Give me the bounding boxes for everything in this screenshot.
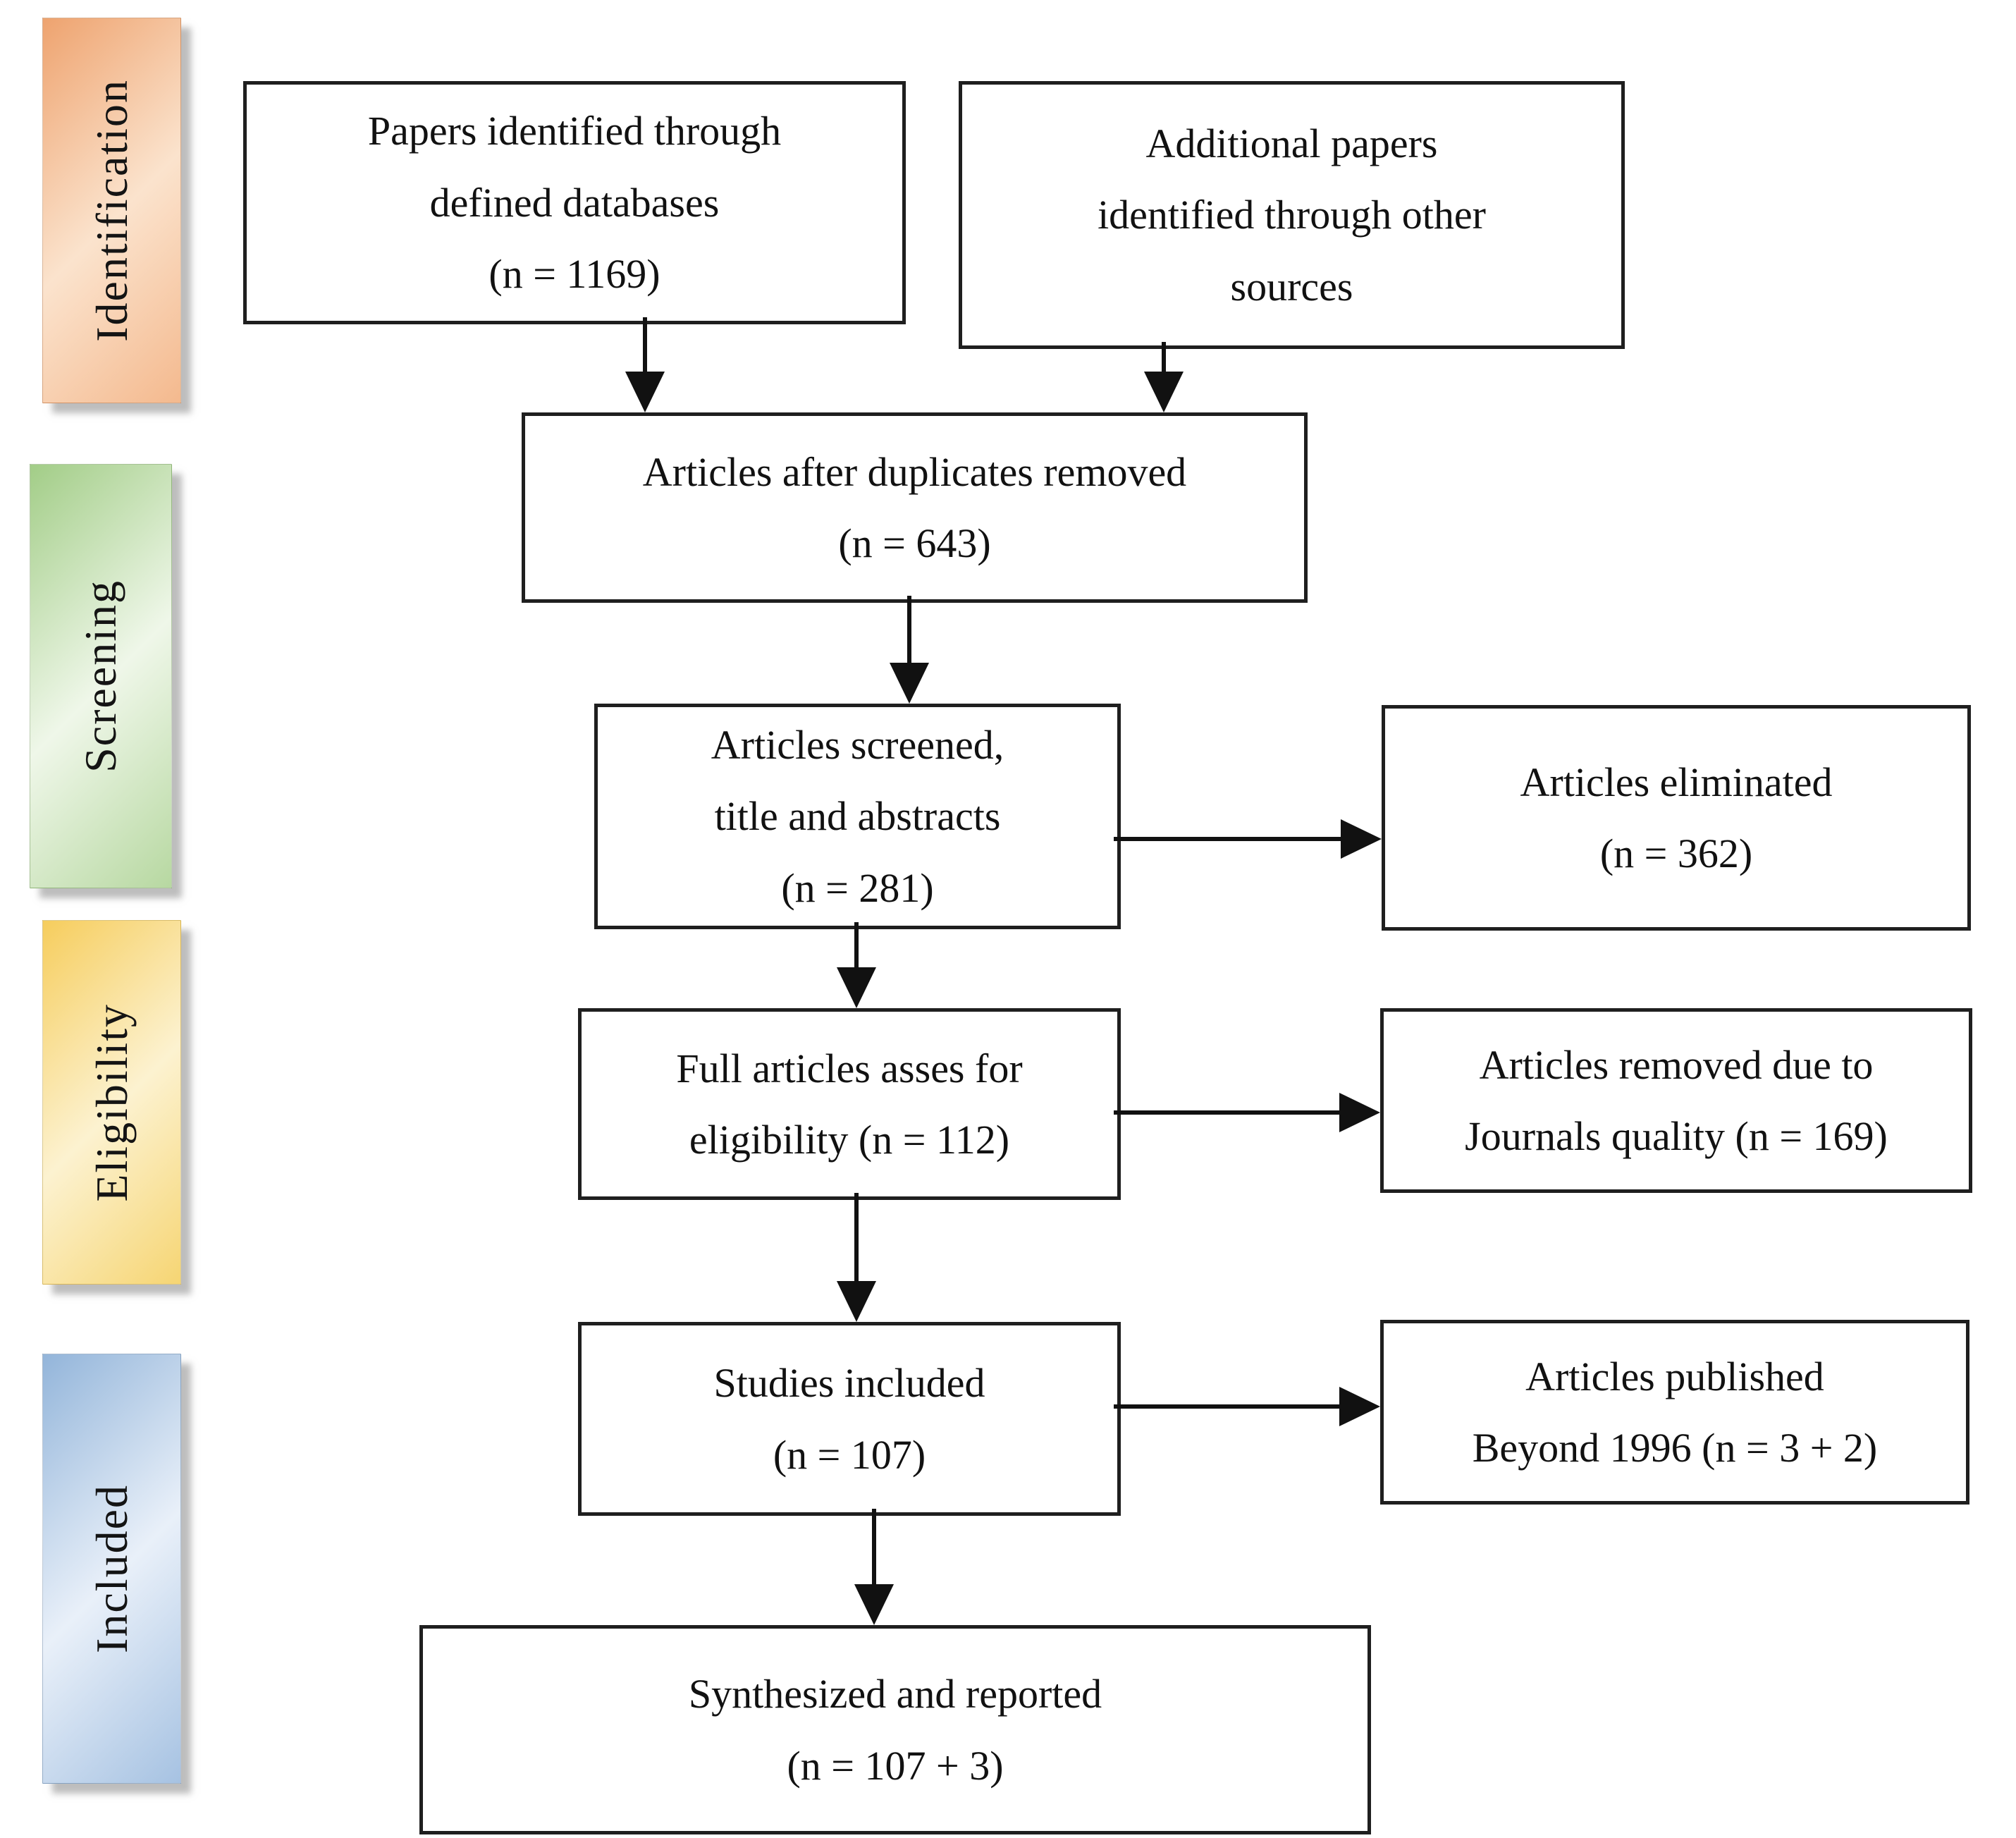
arrow-shaft <box>854 1193 859 1282</box>
arrow-head-right-icon <box>1341 819 1382 859</box>
arrow-head-right-icon <box>1339 1093 1380 1132</box>
stage-label-identification: Identification <box>86 79 137 342</box>
box-additional-papers: Additional papers identified through oth… <box>959 81 1625 349</box>
arrow-included-to-published <box>1114 1387 1380 1426</box>
box-after-duplicates: Articles after duplicates removed (n = 6… <box>522 412 1308 603</box>
arrow-papers-to-duplicates <box>625 317 665 412</box>
arrow-included-to-synthesized <box>854 1509 894 1625</box>
arrow-head-down-icon <box>854 1584 894 1625</box>
arrow-fullarticles-to-removed <box>1114 1093 1380 1132</box>
stage-tab-eligibility: Eligibility <box>42 920 181 1285</box>
arrow-head-right-icon <box>1339 1387 1380 1426</box>
box-articles-screened-text: Articles screened, title and abstracts (… <box>711 721 1004 911</box>
stage-label-eligibility: Eligibility <box>86 1003 137 1202</box>
box-studies-included-text: Studies included (n = 107) <box>713 1360 985 1478</box>
box-removed-journal-quality-text: Articles removed due to Journals quality… <box>1465 1041 1888 1160</box>
arrow-shaft <box>854 922 859 969</box>
arrow-head-down-icon <box>890 663 929 704</box>
box-full-articles-eligibility: Full articles asses for eligibility (n =… <box>578 1008 1121 1200</box>
box-removed-journal-quality: Articles removed due to Journals quality… <box>1380 1008 1972 1193</box>
box-published-beyond-1996: Articles published Beyond 1996 (n = 3 + … <box>1380 1320 1969 1505</box>
arrow-fullarticles-to-included <box>837 1193 876 1322</box>
arrow-head-down-icon <box>625 372 665 412</box>
arrow-shaft <box>872 1509 876 1586</box>
box-articles-eliminated-text: Articles eliminated (n = 362) <box>1520 759 1833 877</box>
stage-label-included: Included <box>86 1484 137 1653</box>
box-synthesized-reported-text: Synthesized and reported (n = 107 + 3) <box>688 1671 1102 1789</box>
box-additional-papers-text: Additional papers identified through oth… <box>1098 120 1486 310</box>
arrow-shaft <box>1114 837 1342 841</box>
box-articles-eliminated: Articles eliminated (n = 362) <box>1382 705 1971 931</box>
arrow-head-down-icon <box>837 1281 876 1322</box>
stage-tab-included: Included <box>42 1354 181 1784</box>
arrow-shaft <box>643 317 647 373</box>
arrow-head-down-icon <box>837 967 876 1008</box>
box-published-beyond-1996-text: Articles published Beyond 1996 (n = 3 + … <box>1472 1353 1878 1471</box>
box-articles-screened: Articles screened, title and abstracts (… <box>594 704 1121 929</box>
box-synthesized-reported: Synthesized and reported (n = 107 + 3) <box>419 1625 1371 1834</box>
arrow-shaft <box>907 596 911 664</box>
arrow-screened-to-eliminated <box>1114 819 1382 859</box>
arrow-additional-to-duplicates <box>1144 342 1184 412</box>
arrow-head-down-icon <box>1144 372 1184 412</box>
box-full-articles-eligibility-text: Full articles asses for eligibility (n =… <box>676 1045 1023 1163</box>
stage-label-screening: Screening <box>75 580 125 773</box>
arrow-screened-to-fullarticles <box>837 922 876 1008</box>
box-papers-identified-text: Papers identified through defined databa… <box>367 108 782 298</box>
arrow-duplicates-to-screened <box>890 596 929 704</box>
box-papers-identified: Papers identified through defined databa… <box>243 81 906 324</box>
arrow-shaft <box>1114 1404 1341 1409</box>
arrow-shaft <box>1162 342 1166 373</box>
stage-tab-screening: Screening <box>30 464 172 888</box>
box-after-duplicates-text: Articles after duplicates removed (n = 6… <box>642 448 1187 567</box>
stage-tab-identification: Identification <box>42 18 181 403</box>
arrow-shaft <box>1114 1110 1341 1115</box>
box-studies-included: Studies included (n = 107) <box>578 1322 1121 1516</box>
